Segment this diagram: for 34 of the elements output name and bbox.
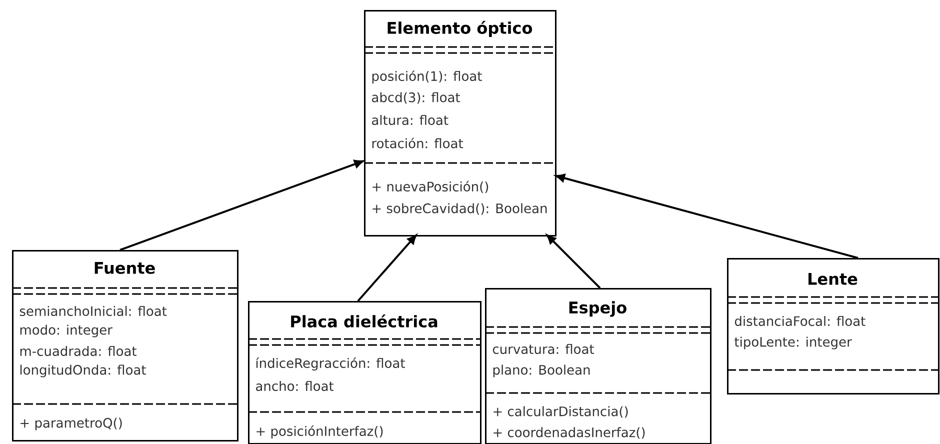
class-box: [364, 10, 556, 236]
class-box: [485, 288, 712, 444]
attribute-text: modo: integer: [20, 324, 112, 338]
method-text: + coordenadasInerfaz(): [494, 427, 645, 439]
attribute-text: distanciaFocal: float: [734, 316, 866, 326]
attribute-text: posición(1): float: [372, 70, 482, 84]
method-text: + nuevaPosición(): [372, 180, 488, 194]
attribute-text: rotación: float: [372, 138, 464, 148]
method-text: + sobreCavidad(): Boolean: [372, 203, 547, 215]
class-name: Elemento óptico: [388, 20, 532, 38]
class-box: [727, 258, 940, 394]
method-text: + calcularDistancia(): [494, 406, 628, 418]
class-name: Placa dieléctrica: [291, 314, 438, 328]
attribute-text: altura: float: [372, 114, 448, 126]
arrow: [120, 160, 364, 251]
class-box: [12, 250, 238, 442]
class-name: Fuente: [94, 262, 155, 274]
attribute-text: abcd(3): float: [372, 92, 460, 104]
class-name: Espejo: [569, 301, 626, 317]
attribute-text: semianchoInicial: float: [20, 306, 167, 316]
attribute-text: tipoLente: integer: [734, 336, 852, 350]
method-text: + posiciónInterfaz(): [256, 425, 383, 439]
attribute-text: ancho: float: [256, 380, 334, 392]
attribute-text: longitudOnda: float: [20, 364, 146, 378]
arrow: [556, 174, 858, 259]
class-box: [248, 301, 482, 444]
method-text: + parametroQ(): [20, 418, 122, 430]
attribute-text: m-cuadrada: float: [20, 346, 136, 356]
class-name: Lente: [808, 273, 858, 285]
attribute-text: índiceRegracción: float: [256, 357, 405, 371]
attribute-text: curvatura: float: [492, 344, 594, 354]
attribute-text: plano: Boolean: [493, 364, 590, 378]
arrow: [357, 234, 417, 302]
arrow: [546, 234, 601, 289]
